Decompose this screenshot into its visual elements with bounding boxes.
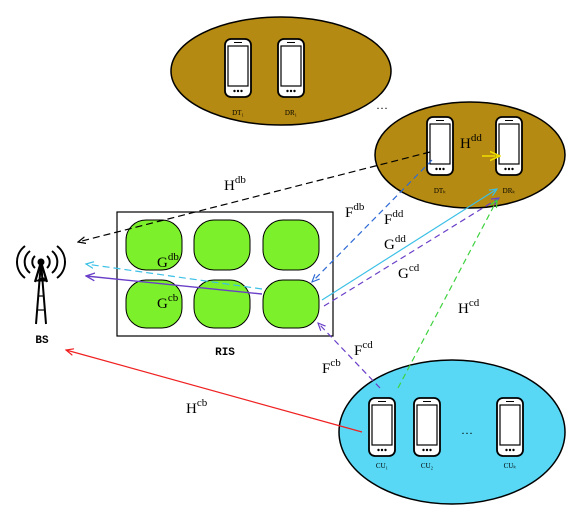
- dtk-label: DTₖ: [434, 187, 446, 195]
- label-fcd: Fcd: [354, 339, 373, 359]
- label-gdb: Gdb: [157, 251, 179, 271]
- phone-icon: [224, 38, 252, 98]
- phone-icon: [426, 116, 454, 176]
- cu-ellipsis: ···: [461, 426, 473, 440]
- ris-element: [125, 279, 183, 329]
- phone-icon: [496, 397, 524, 457]
- base-station: BS: [16, 245, 66, 347]
- arrow-gdd: [321, 189, 497, 301]
- antenna-tower-icon: [16, 245, 66, 325]
- phone-icon: [413, 397, 441, 457]
- label-hdb: Hdb: [224, 174, 246, 194]
- d2d-cluster-top: DT₁ DR₁: [170, 16, 392, 126]
- drk-label: DRₖ: [503, 187, 516, 195]
- arrow-gcd: [323, 198, 499, 307]
- arrow-hcb: [66, 350, 363, 433]
- ris-element: [193, 219, 251, 271]
- ris-element: [262, 279, 320, 329]
- ris-panel: RIS: [116, 211, 334, 359]
- phone-icon: [368, 397, 396, 457]
- arrow-fdb: [312, 159, 433, 282]
- label-hdd: Hdd: [460, 132, 482, 152]
- label-fcb: Fcb: [322, 357, 341, 377]
- cuk-label: CUₖ: [504, 462, 517, 470]
- phone-icon: [277, 38, 305, 98]
- label-fdd: Fdd: [384, 208, 404, 228]
- cu1-label: CU₁: [376, 462, 388, 470]
- arrow-gcb: [86, 276, 263, 295]
- cluster-ellipsis: ···: [376, 101, 388, 115]
- arrow-hdb: [78, 151, 431, 242]
- label-gcb: Gcb: [157, 292, 179, 312]
- arrow-fcb: [318, 323, 381, 389]
- label-fdb: Fdb: [345, 201, 365, 221]
- label-gcd: Gcd: [398, 262, 420, 282]
- arrow-gdb: [86, 264, 263, 290]
- ris-label: RIS: [215, 347, 235, 359]
- channel-labels: Hdb Hdd Fdb Fdd Gdd Gcd Gdb Gcb Hcd Fcd …: [157, 132, 482, 417]
- label-gdd: Gdd: [384, 233, 406, 253]
- cu-cluster: CU₁ CU₂ CUₖ ···: [338, 359, 566, 505]
- ris-element: [262, 219, 320, 271]
- phone-icon: [495, 116, 523, 176]
- d2d-cluster-k: DTₖ DRₖ: [374, 101, 566, 209]
- ris-element: [193, 279, 251, 329]
- cu2-label: CU₂: [421, 462, 434, 470]
- label-hcb: Hcb: [186, 397, 208, 417]
- channel-arrows: [66, 151, 500, 433]
- arrow-hcd: [397, 200, 497, 389]
- bs-label: BS: [35, 335, 49, 347]
- ris-element: [125, 219, 183, 271]
- dt1-label: DT₁: [232, 109, 244, 117]
- dr1-label: DR₁: [285, 109, 297, 117]
- label-hcd: Hcd: [458, 297, 480, 317]
